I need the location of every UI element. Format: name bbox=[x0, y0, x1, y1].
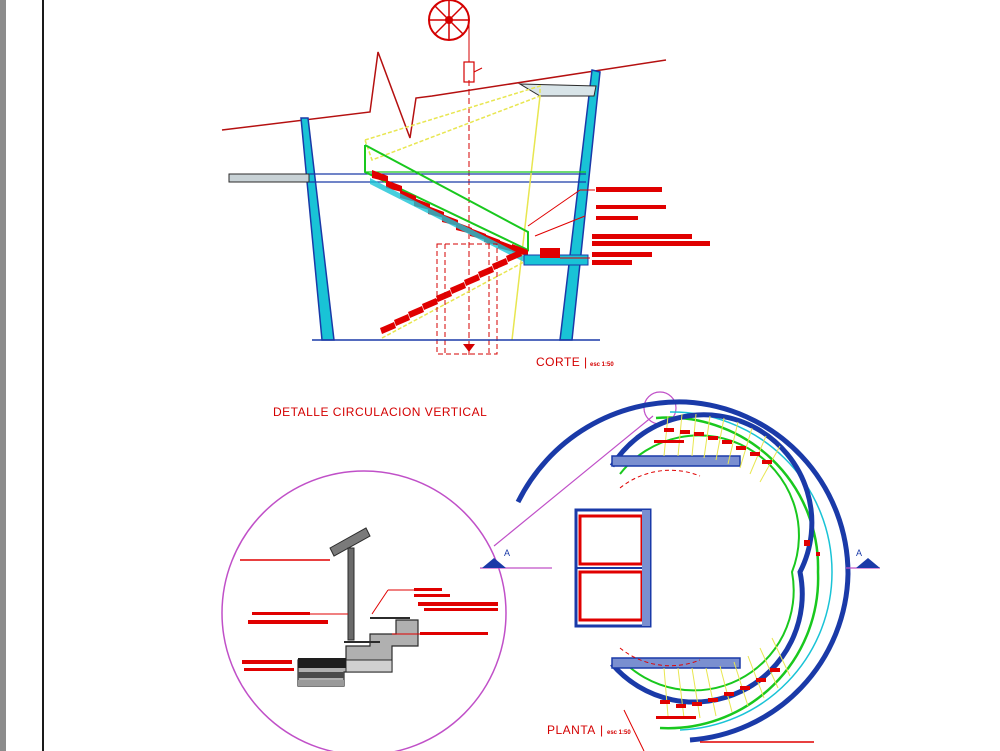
yellow-guide-line bbox=[511, 95, 541, 341]
lower-landing-arm bbox=[611, 657, 741, 669]
section-view: CORTE | esc 1:50 bbox=[221, 0, 710, 369]
inner-shell-arc bbox=[609, 412, 815, 705]
plan-step-marks bbox=[654, 428, 820, 719]
detail-callouts-left bbox=[240, 559, 348, 671]
detail-leader-line bbox=[493, 415, 654, 547]
floor-slab-left bbox=[228, 173, 310, 183]
plan-view: A A PLANTA | esc 1:50 bbox=[480, 399, 880, 751]
left-wall bbox=[300, 117, 335, 341]
cut-label-left: A bbox=[504, 548, 510, 558]
svg-text:|: | bbox=[584, 355, 588, 369]
green-handrail bbox=[364, 144, 529, 252]
outer-shell-arc bbox=[515, 399, 851, 743]
handrail-post bbox=[347, 547, 355, 641]
cyan-ring bbox=[669, 411, 833, 731]
upper-landing-arm bbox=[611, 455, 741, 467]
plan-scale: esc 1:50 bbox=[607, 730, 631, 736]
detail-circle bbox=[221, 470, 507, 751]
pulley-wheel-icon bbox=[428, 0, 483, 83]
right-wall bbox=[559, 69, 601, 341]
central-column bbox=[436, 243, 498, 355]
section-callouts bbox=[527, 187, 710, 265]
plan-steps-lower bbox=[663, 637, 791, 719]
drawing-frame-line bbox=[42, 0, 44, 751]
cut-label-right: A bbox=[856, 548, 862, 558]
cut-arrow-right-icon bbox=[856, 558, 880, 568]
detail-title: DETALLE CIRCULACION VERTICAL bbox=[273, 405, 487, 419]
cut-arrow-left-icon bbox=[482, 558, 506, 568]
plan-title: PLANTA bbox=[547, 723, 596, 737]
upper-slab bbox=[518, 83, 597, 97]
stair-flight-lower bbox=[380, 250, 522, 334]
section-title: CORTE bbox=[536, 355, 580, 369]
svg-text:|: | bbox=[600, 723, 604, 737]
upper-stair-flight bbox=[364, 84, 541, 161]
viewport-left-edge bbox=[0, 0, 6, 751]
detail-view bbox=[221, 391, 677, 751]
terrain-line bbox=[221, 51, 667, 139]
detail-callouts-right bbox=[371, 588, 498, 635]
green-rail-ring bbox=[655, 416, 820, 730]
section-scale: esc 1:50 bbox=[590, 362, 614, 368]
handrail-cap bbox=[329, 527, 371, 557]
